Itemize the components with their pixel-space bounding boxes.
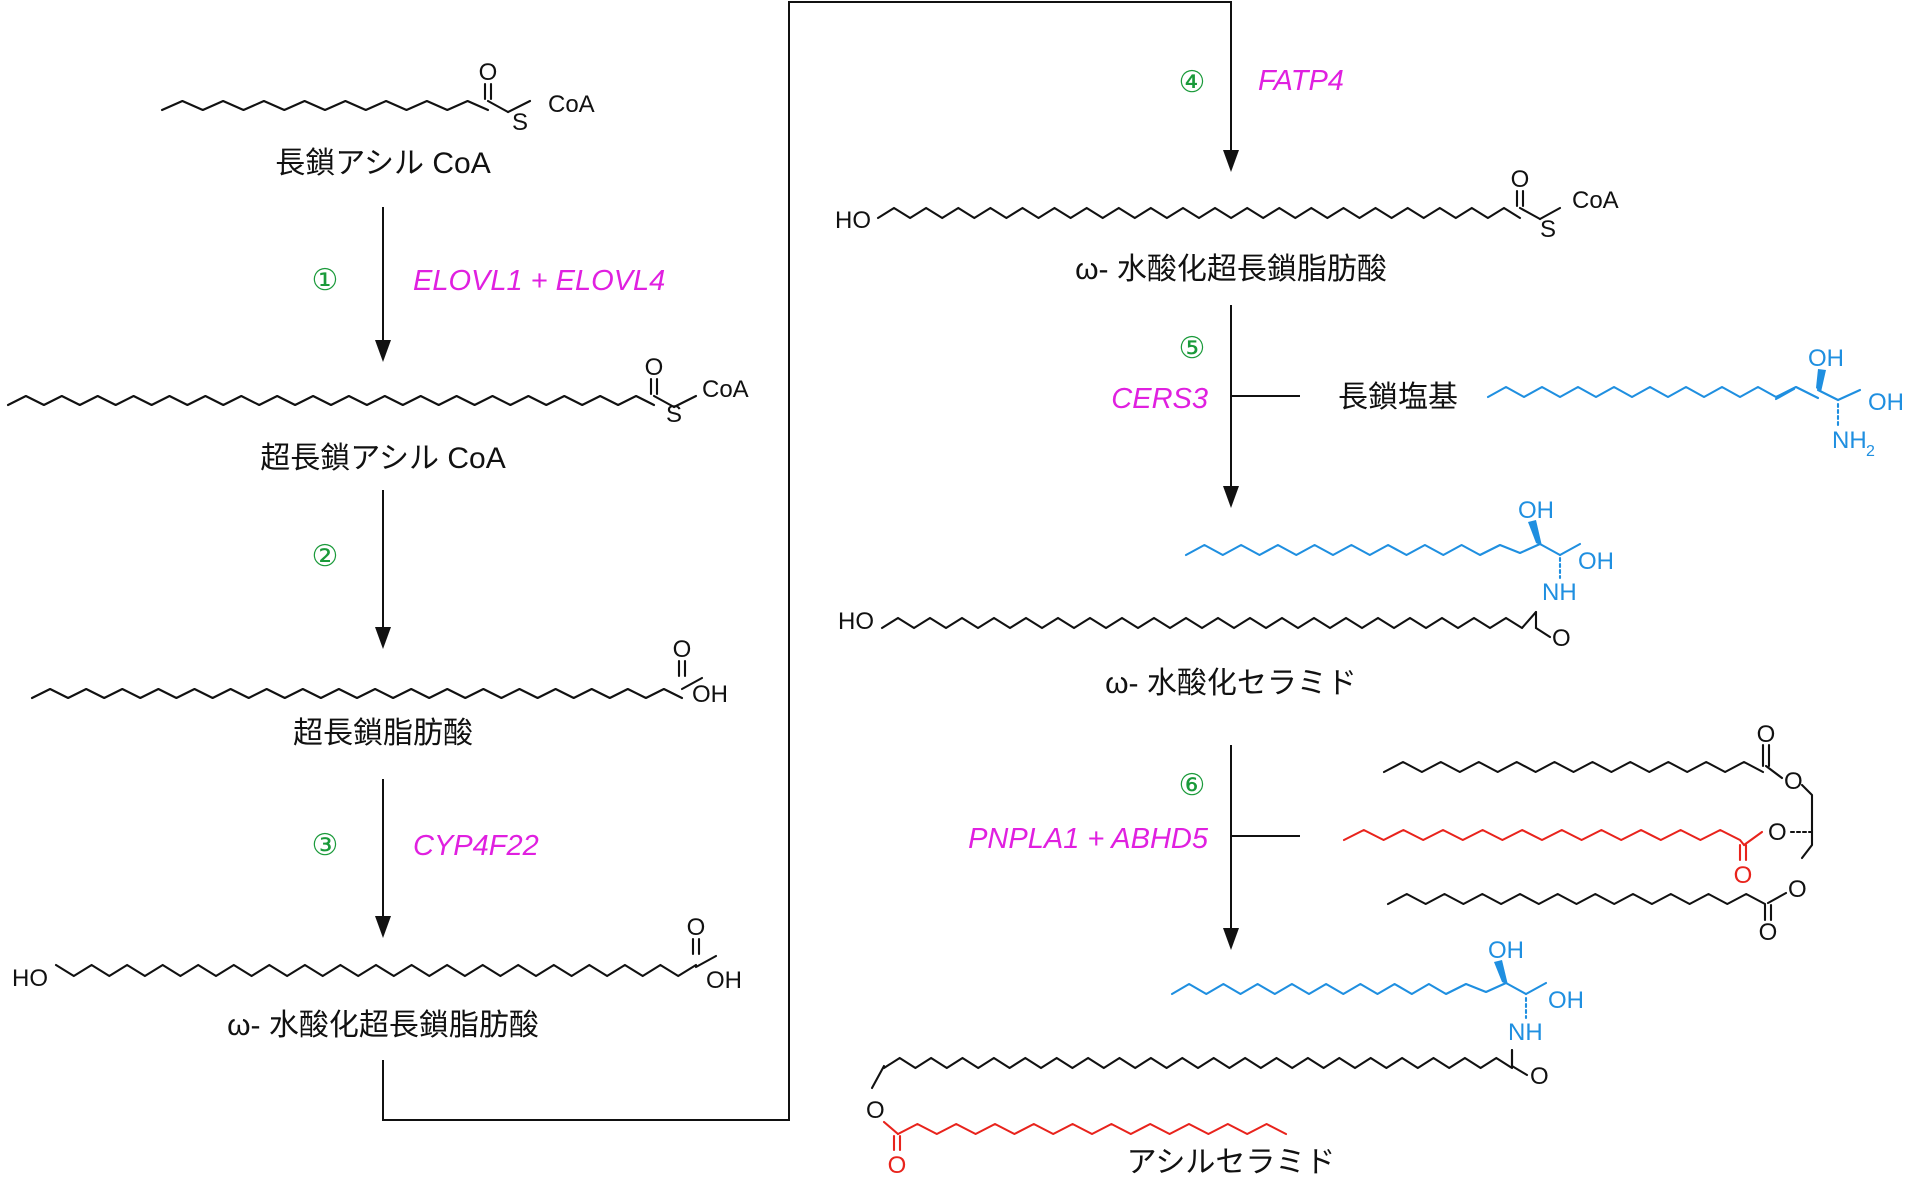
compound-name-long-chain-base: 長鎖塩基 [1338,381,1458,414]
very-long-chain-acyl-coa-structure: O S CoA [6,354,749,428]
oxygen-atom: O [645,354,664,381]
omega-hydroxy-ceramide-structure: OH OH NH HO O [838,497,1614,652]
acyl-chain [160,99,490,112]
enzyme-label-1: ELOVL1 + ELOVL4 [413,265,665,297]
oxygen-atom: O [479,59,498,86]
acyl-chain [880,610,1538,630]
ester-oxygen: O [1784,768,1803,795]
hydroxyl-label: OH [1868,389,1904,416]
step-number-3: ③ [312,829,339,862]
enzyme-label-5: CERS3 [1111,383,1208,415]
hydroxyl-label: OH [1518,497,1554,524]
coa-label: CoA [548,91,595,118]
compound-name-omega-hydroxy-vlcfa: ω- 水酸化超長鎖脂肪酸 [227,1009,539,1042]
omega-hydroxy-fatty-acid-structure: HO O OH [12,914,742,994]
connector-line [382,1,1232,1121]
compound-name-very-long-chain-fatty-acid: 超長鎖脂肪酸 [293,717,473,750]
arrow-head [1223,486,1239,508]
oxygen-atom: O [687,914,706,941]
compound-name-omega-hydroxy-vlcfa-2: ω- 水酸化超長鎖脂肪酸 [1075,253,1387,286]
compound-name-long-chain-acyl-coa: 長鎖アシル CoA [275,147,491,180]
linoleoyl-chain [896,1122,1288,1136]
hydroxyl-label: HO [838,608,874,635]
coa-label: CoA [1572,187,1619,214]
acyl-chain [30,687,684,700]
acylceramide-structure: OH OH NH O O O [866,937,1584,1179]
acyl-chain [6,394,656,407]
coa-label: CoA [702,376,749,403]
hydroxyl-label: OH [1808,345,1844,372]
step-number-1: ① [312,264,339,297]
hydroxyl-label: OH [692,681,728,708]
sphingoid-chain [1486,385,1820,400]
triglyceride-structure: O O O O O O [1342,721,1814,946]
very-long-chain-fatty-acid-structure: O OH [30,636,728,708]
compound-name-acylceramide: アシルセラミド [1127,1146,1336,1179]
arrow-head [375,916,391,938]
amine-label: NH [1832,427,1867,454]
subscript-2: 2 [1866,443,1875,460]
oleoyl-chain [1382,760,1765,774]
hydroxyl-label: HO [835,207,871,234]
hydroxyl-label: OH [1548,987,1584,1014]
ester-oxygen: O [866,1097,885,1124]
oleoyl-chain [1386,892,1767,906]
compound-name-very-long-chain-acyl-coa: 超長鎖アシル CoA [260,442,506,475]
amide-nh-label: NH [1508,1019,1543,1046]
ester-oxygen: O [1768,819,1787,846]
linoleoyl-chain [1342,828,1746,847]
step-number-5: ⑤ [1179,332,1206,365]
oxygen-atom: O [1757,721,1776,748]
ester-oxygen: O [1788,876,1807,903]
sulfur-atom: S [1540,216,1556,243]
sulfur-atom: S [666,401,682,428]
arrow-head [375,340,391,362]
enzyme-label-4: FATP4 [1258,65,1344,97]
hydroxyl-label: OH [1488,937,1524,964]
amide-nh-label: NH [1542,579,1577,606]
step-number-4: ④ [1179,66,1206,99]
omega-hydroxy-acyl-coa-structure: HO O S CoA [835,166,1619,243]
step-number-2: ② [312,540,339,573]
oxygen-atom-red: O [888,1152,907,1179]
enzyme-label-3: CYP4F22 [413,830,539,862]
arrow-head [1223,928,1239,950]
hydroxyl-label: OH [1578,548,1614,575]
compound-name-omega-hydroxy-ceramide: ω- 水酸化セラミド [1105,667,1357,700]
oxygen-atom-red: O [1734,862,1753,889]
arrow-head [1223,150,1239,172]
sphingoid-chain [1170,981,1508,996]
sulfur-atom: S [512,109,528,136]
hydroxyl-label: HO [12,965,48,992]
arrow-head [375,627,391,649]
sphingoid-chain [1184,542,1542,557]
oxygen-atom: O [1511,166,1530,193]
oxygen-atom: O [1759,919,1778,946]
acyl-chain [882,1048,1514,1070]
enzyme-label-6: PNPLA1 + ABHD5 [968,823,1209,855]
oxygen-atom: O [1552,625,1571,652]
long-chain-acyl-coa-structure: O S CoA [160,59,595,136]
sphingoid-base-structure: OH OH NH 2 [1486,345,1904,460]
acyl-chain [54,963,698,978]
oxygen-atom: O [673,636,692,663]
hydroxyl-label: OH [706,967,742,994]
oxygen-atom: O [1530,1063,1549,1090]
acyl-chain [876,206,1522,220]
step-number-6: ⑥ [1179,769,1206,802]
